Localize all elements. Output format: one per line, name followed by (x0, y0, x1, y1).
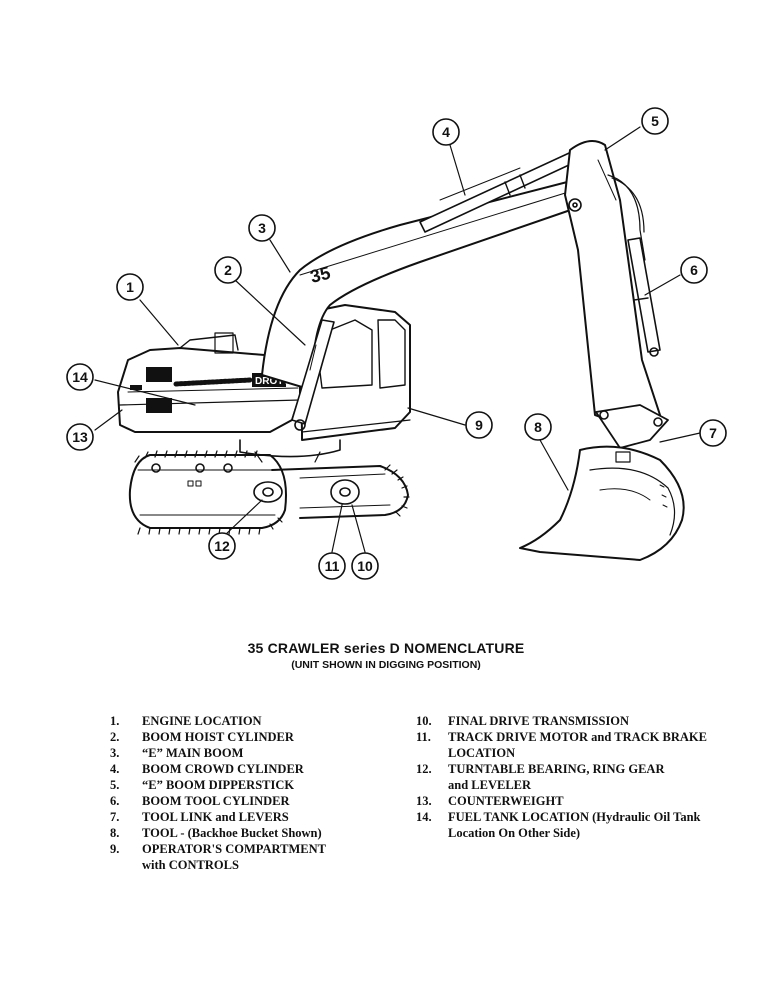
svg-text:3: 3 (258, 220, 266, 236)
legend-item: 10. FINAL DRIVE TRANSMISSION (416, 713, 746, 729)
legend-item-text: BOOM TOOL CYLINDER (142, 794, 290, 808)
legend-item-number: 2. (110, 730, 120, 744)
callout-1: 1 (116, 273, 144, 301)
callout-9: 9 (465, 411, 493, 439)
legend-item-text: TOOL LINK and LEVERS (142, 810, 289, 824)
legend-item-text: FINAL DRIVE TRANSMISSION (448, 714, 630, 728)
legend-item-number: 13. (416, 794, 432, 808)
legend-right-column: 10. FINAL DRIVE TRANSMISSION 11. TRACK DRIV… (416, 713, 746, 841)
callout-14: 14 (66, 363, 94, 391)
diagram-subtitle: (UNIT SHOWN IN DIGGING POSITION) (291, 659, 481, 671)
legend-item-number: 9. (110, 842, 120, 856)
legend-item-text: COUNTERWEIGHT (448, 794, 564, 808)
legend-item-text: ENGINE LOCATION (142, 714, 262, 728)
legend-item-text: BOOM CROWD CYLINDER (142, 762, 304, 776)
legend-item-text: TOOL - (Backhoe Bucket Shown) (142, 826, 322, 840)
crawler-track-assembly (128, 450, 410, 535)
svg-text:11: 11 (325, 558, 340, 574)
legend-item-number: 5. (110, 778, 120, 792)
callouts: 1 2 3 4 5 6 7 8 9 10 11 12 13 14 (66, 107, 727, 580)
legend-item: 12. TURNTABLE BEARING, RING GEAR and LEVE… (416, 761, 746, 793)
excavator-diagram: DROTT 35 (66, 107, 727, 580)
callout-4: 4 (432, 118, 460, 146)
svg-text:6: 6 (690, 262, 698, 278)
legend-item-text: “E” MAIN BOOM (142, 746, 244, 760)
svg-text:1: 1 (126, 279, 134, 295)
callout-12: 12 (208, 532, 236, 560)
leader-lines (94, 126, 701, 553)
legend-item: 1. ENGINE LOCATION (110, 713, 400, 729)
legend-item-number: 14. (416, 810, 432, 824)
legend-item: 4. BOOM CROWD CYLINDER (110, 761, 400, 777)
callout-11: 11 (318, 552, 346, 580)
boom-tool-cylinder (627, 237, 661, 357)
svg-text:9: 9 (475, 417, 483, 433)
legend-item: 13. COUNTERWEIGHT (416, 793, 746, 809)
callout-6: 6 (680, 256, 708, 284)
legend-item-text: TURNTABLE BEARING, RING GEAR and LEVELER (448, 762, 665, 792)
legend-item-text: BOOM HOIST CYLINDER (142, 730, 294, 744)
svg-text:10: 10 (357, 558, 373, 574)
legend-item: 2. BOOM HOIST CYLINDER (110, 729, 400, 745)
legend-item-number: 10. (416, 714, 432, 728)
legend-item-number: 6. (110, 794, 120, 808)
callout-3: 3 (248, 214, 276, 242)
backhoe-bucket (519, 445, 685, 561)
svg-text:4: 4 (442, 124, 450, 140)
legend-item-number: 1. (110, 714, 120, 728)
callout-8: 8 (524, 413, 552, 441)
legend-item-text: TRACK DRIVE MOTOR and TRACK BRAKE LOCATI… (448, 730, 707, 760)
legend-item-text: “E” BOOM DIPPERSTICK (142, 778, 295, 792)
boom-hoist-cylinder (291, 319, 335, 431)
svg-text:13: 13 (72, 429, 88, 445)
callout-13: 13 (66, 423, 94, 451)
legend-item: 14. FUEL TANK LOCATION (Hydraulic Oil Tan… (416, 809, 746, 841)
legend-item: 5. “E” BOOM DIPPERSTICK (110, 777, 400, 793)
svg-text:7: 7 (709, 425, 717, 441)
legend-item-number: 3. (110, 746, 120, 760)
legend-item-number: 4. (110, 762, 120, 776)
machine-badge: 35 (308, 263, 332, 287)
legend-item: 9. OPERATOR'S COMPARTMENT with CONTROLS (110, 841, 400, 873)
callout-7: 7 (699, 419, 727, 447)
legend-item-number: 8. (110, 826, 120, 840)
svg-text:2: 2 (224, 262, 232, 278)
legend-item: 6. BOOM TOOL CYLINDER (110, 793, 400, 809)
legend-item-text: FUEL TANK LOCATION (Hydraulic Oil Tank L… (448, 810, 701, 840)
diagram-title: 35 CRAWLER series D NOMENCLATURE (247, 640, 525, 656)
legend-item: 8. TOOL - (Backhoe Bucket Shown) (110, 825, 400, 841)
legend-item: 3. “E” MAIN BOOM (110, 745, 400, 761)
dipperstick (564, 140, 661, 429)
brand-label: DROTT (255, 376, 289, 387)
callout-5: 5 (641, 107, 669, 135)
svg-text:14: 14 (72, 369, 88, 385)
turntable-bearing (239, 439, 341, 463)
legend-item-number: 12. (416, 762, 432, 776)
legend-item-number: 7. (110, 810, 120, 824)
callout-10: 10 (351, 552, 379, 580)
legend-item: 11. TRACK DRIVE MOTOR and TRACK BRAKE LOC… (416, 729, 746, 761)
callout-2: 2 (214, 256, 242, 284)
svg-text:12: 12 (214, 538, 230, 554)
legend-item: 7. TOOL LINK and LEVERS (110, 809, 400, 825)
legend-item-text: OPERATOR'S COMPARTMENT with CONTROLS (142, 842, 326, 872)
svg-text:8: 8 (534, 419, 542, 435)
svg-text:5: 5 (651, 113, 659, 129)
legend-item-number: 11. (416, 730, 431, 744)
